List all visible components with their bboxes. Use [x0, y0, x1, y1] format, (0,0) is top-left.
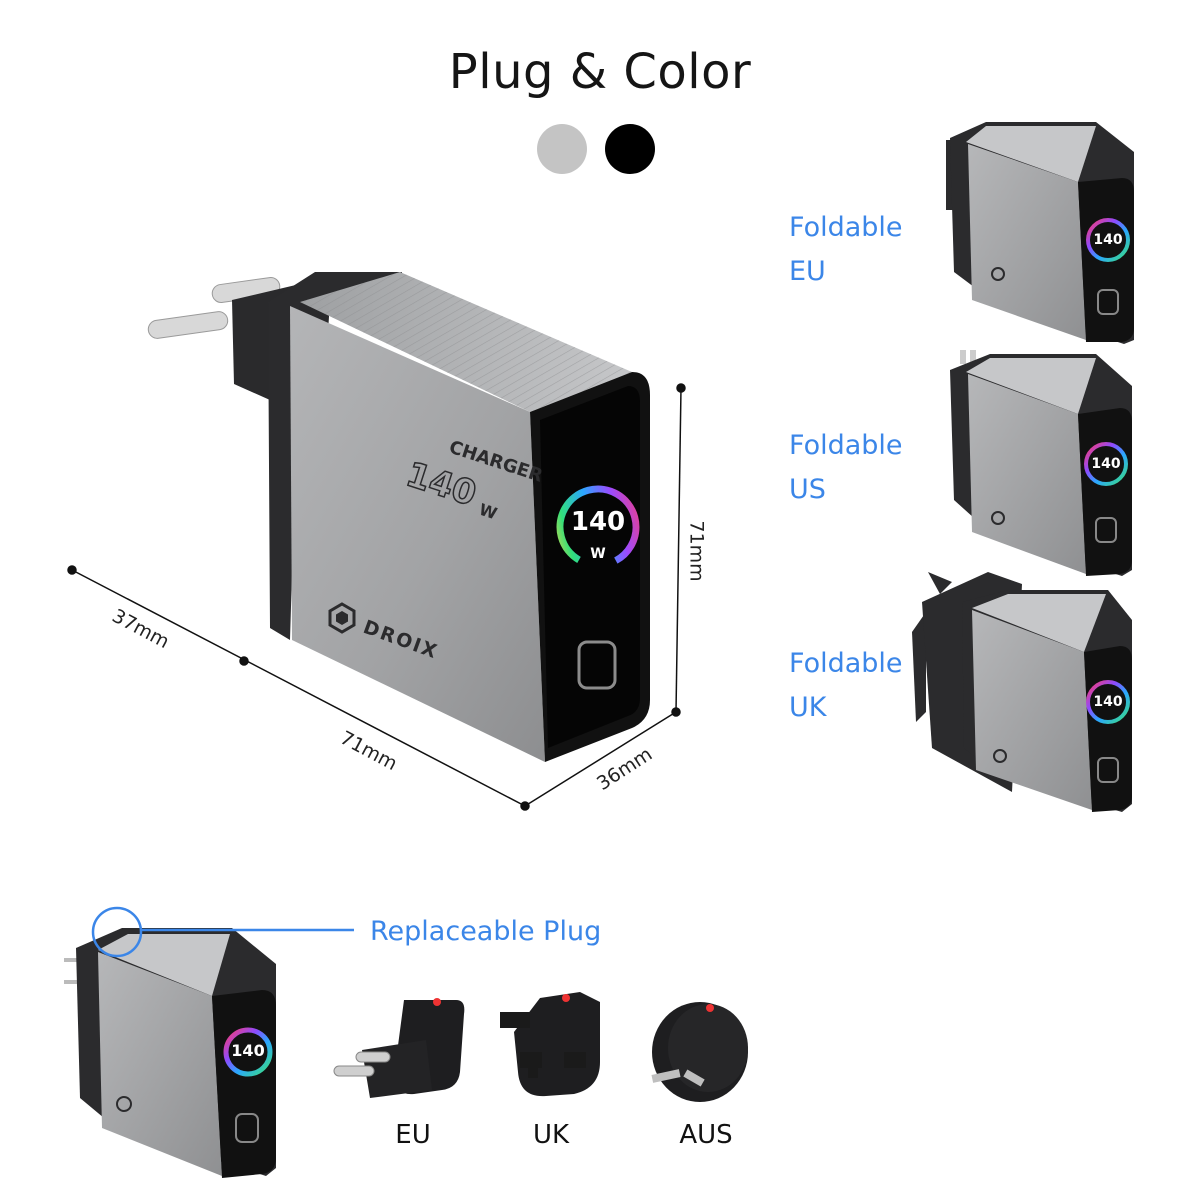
svg-text:140: 140 [1091, 456, 1120, 472]
droix-logo-icon [328, 602, 356, 634]
plug-type-eu: EU [395, 1120, 431, 1150]
svg-text:140: 140 [1093, 694, 1122, 710]
plug-type-aus: AUS [679, 1120, 733, 1150]
aus-adapter-icon [651, 1002, 748, 1102]
svg-text:140: 140 [1093, 232, 1122, 248]
display-value: 140 [571, 507, 625, 537]
callout-circle [91, 906, 143, 958]
plug-type-uk: UK [532, 1120, 570, 1150]
display-unit: W [590, 546, 605, 562]
replaceable-plug-label: Replaceable Plug [370, 916, 602, 947]
replaceable-charger: 140 [64, 928, 276, 1178]
charger-power-unit: W [477, 500, 500, 524]
svg-text:140: 140 [231, 1041, 264, 1060]
color-swatch-gray[interactable] [537, 124, 587, 174]
eu-adapter-icon [333, 998, 465, 1098]
uk-adapter-icon [500, 992, 600, 1097]
dimension-lines [67, 383, 686, 811]
color-swatch-black[interactable] [605, 124, 655, 174]
page-title: Plug & Color [448, 44, 752, 100]
